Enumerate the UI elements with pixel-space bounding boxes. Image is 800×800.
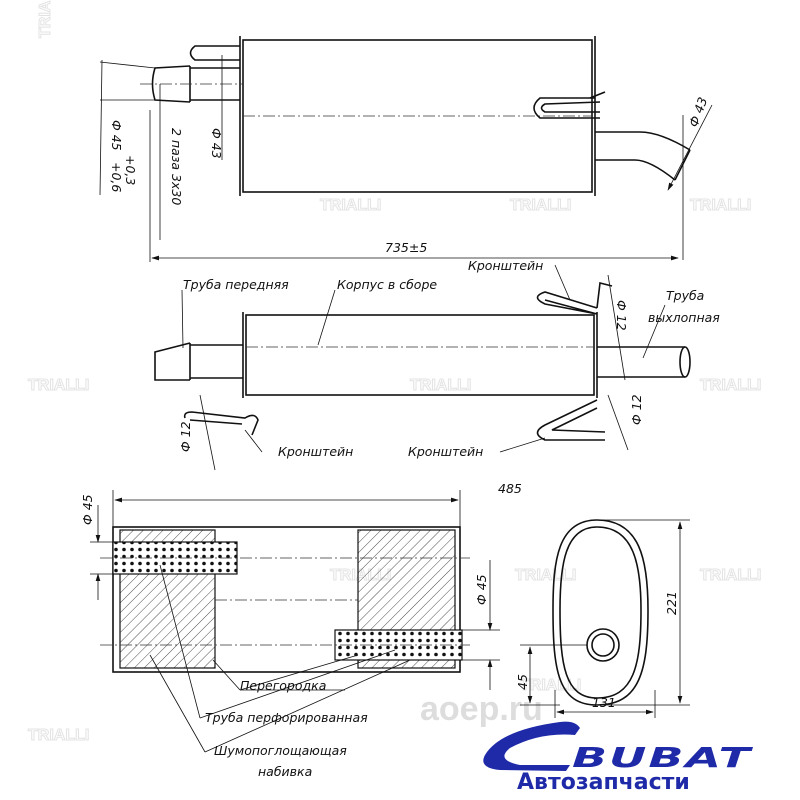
brand-logo: BUBAT Автозапчасти — [483, 721, 754, 795]
side-view-exhaust-pipe-line1: Труба — [666, 288, 704, 303]
watermark: TRIALLI — [320, 197, 381, 214]
overall-length: 735±5 — [385, 240, 427, 255]
site-watermark: aoep.ru — [420, 690, 543, 728]
end-view: 221 45 131 — [515, 519, 690, 718]
slots-note: 2 паза 3х30 — [169, 128, 184, 205]
watermark: TRIALLI — [37, 0, 54, 38]
side-view-bracket-bottom: Кронштейн — [408, 444, 483, 459]
end-view-width: 131 — [592, 695, 616, 710]
section-body — [112, 526, 461, 673]
section-view-perforated-pipe: Труба перфорированная — [205, 710, 368, 725]
bracket-right — [533, 97, 601, 119]
bracket-bottom — [536, 399, 606, 441]
bracket-top — [536, 282, 613, 315]
outlet-pipe — [595, 131, 691, 181]
watermark: TRIALLI — [700, 567, 761, 584]
side-view-bracket-top: Кронштейн — [468, 258, 543, 273]
end-view-height: 221 — [664, 591, 679, 615]
muffler-body — [245, 314, 595, 396]
watermark: TRIALLI — [700, 377, 761, 394]
side-view-front-pipe: Труба передняя — [183, 277, 289, 292]
top-view-dim-inlet-tol-upper: +0,6 — [109, 162, 124, 192]
side-view-dim-bracket-left: Ф 12 — [178, 421, 193, 452]
watermark: TRIALLI — [510, 197, 571, 214]
side-view-bracket-left: Кронштейн — [278, 444, 353, 459]
watermark: TRIALLI — [515, 567, 576, 584]
section-view: 485 Ф 45 Ф 45 Перегородка Труба перфорир… — [80, 481, 522, 779]
top-view-dim-outlet-diameter: Ф 43 — [686, 95, 711, 129]
dim-inlet-diameter: Ф 45 — [109, 120, 124, 151]
section-view-dim-right-pipe: Ф 45 — [474, 574, 489, 605]
section-view-partition: Перегородка — [240, 678, 326, 693]
top-view-dim-pipe-diameter: Ф 43 — [209, 128, 224, 159]
bracket-left — [183, 411, 259, 436]
watermark: TRIALLI — [410, 377, 471, 394]
top-view: Ф 45 +0,6 +0,3 2 паза 3х30 Ф 43 Ф 43 735… — [99, 36, 713, 262]
logo-tagline: Автозапчасти — [517, 770, 690, 795]
side-view-dim-bracket-right: Ф 12 — [629, 394, 644, 425]
side-view-body-assembly: Корпус в сборе — [337, 277, 437, 292]
side-view: Труба передняя Корпус в сборе Кронштейн … — [154, 258, 720, 471]
watermark: TRIALLI — [28, 727, 89, 744]
watermark: TRIALLI — [28, 377, 89, 394]
logo-brand: BUBAT — [572, 741, 754, 773]
end-view-offset: 45 — [515, 674, 530, 690]
section-view-body-length: 485 — [498, 481, 522, 496]
car-icon — [483, 721, 580, 771]
bracket-small — [189, 45, 240, 61]
section-view-dim-left-pipe: Ф 45 — [80, 494, 95, 525]
watermark: TRIALLI — [690, 197, 751, 214]
exhaust-pipe — [597, 346, 685, 378]
side-view-dim-bracket-top: Ф 12 — [614, 300, 629, 331]
end-oval-outer — [552, 519, 649, 706]
side-view-exhaust-pipe-line2: выхлопная — [648, 310, 720, 325]
inlet-pipe — [151, 65, 240, 103]
section-view-packing-line1: Шумопоглощающая — [214, 743, 347, 758]
front-pipe — [154, 342, 243, 381]
section-view-packing-line2: набивка — [258, 764, 312, 779]
top-view-dim-inlet-tol-lower: +0,3 — [123, 155, 138, 185]
